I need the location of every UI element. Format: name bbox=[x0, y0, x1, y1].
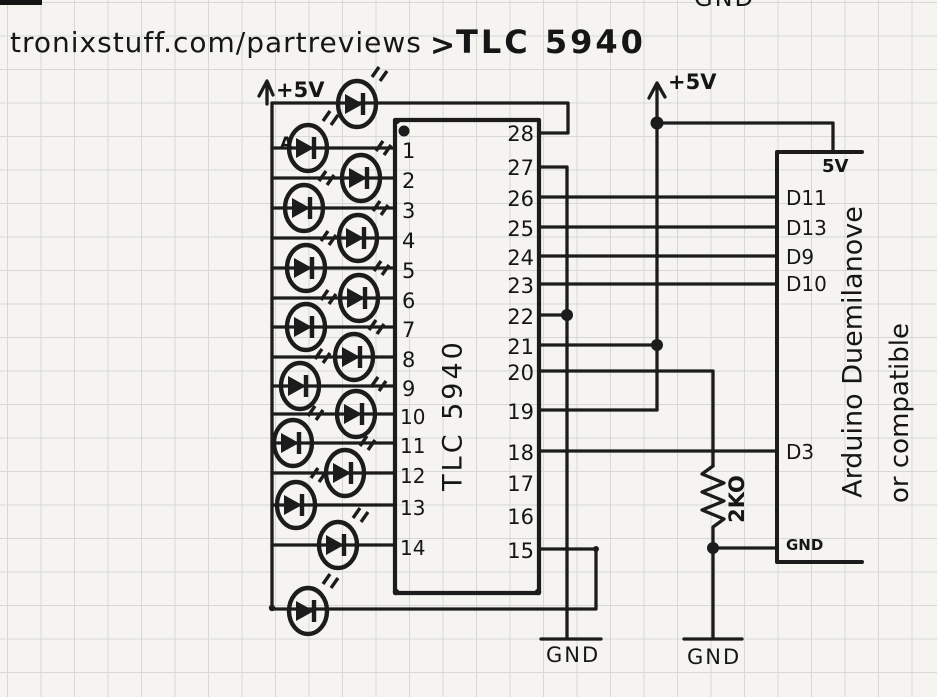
scan-edge-artifact bbox=[0, 0, 42, 5]
arduino-pin-d13: D13 bbox=[786, 216, 827, 240]
ic-pin-label-16: 16 bbox=[507, 505, 534, 529]
led bbox=[338, 67, 387, 127]
arduino-name-line2: or compatible bbox=[885, 323, 915, 503]
corner-dot bbox=[534, 588, 542, 596]
ic-pin-label-17: 17 bbox=[507, 472, 534, 496]
wire-pin20-to-resistor bbox=[539, 369, 715, 468]
led bbox=[277, 468, 326, 528]
corner-dot bbox=[593, 546, 599, 552]
plus5v-left-label: +5V bbox=[276, 78, 325, 102]
arrow-5v-right bbox=[647, 81, 667, 122]
arduino-pin-gnd: GND bbox=[786, 536, 824, 554]
ic-pin-label-5: 5 bbox=[402, 259, 416, 283]
led-anode-label: A bbox=[280, 133, 293, 152]
ic-pin-label-4: 4 bbox=[402, 229, 416, 253]
ic-pin-label-25: 25 bbox=[507, 217, 534, 241]
junction-5v-feed bbox=[650, 116, 664, 130]
title-part-number: TLC 5940 bbox=[456, 23, 646, 61]
junction-pin21-5v bbox=[651, 339, 663, 351]
led bbox=[287, 231, 336, 291]
arduino-pin-5v: 5V bbox=[822, 156, 849, 177]
ic-pin-label-9: 9 bbox=[402, 377, 416, 401]
ic-pin-label-23: 23 bbox=[507, 274, 534, 298]
wire-pin27-to-gnd bbox=[539, 165, 569, 640]
ic-pin-label-19: 19 bbox=[507, 400, 534, 424]
arduino-pin-d9: D9 bbox=[786, 245, 815, 269]
ic-pin-label-14: 14 bbox=[400, 536, 426, 560]
ic-pin-label-1: 1 bbox=[402, 139, 416, 163]
resistor-value-label: 2KO bbox=[725, 475, 749, 523]
page-title: tronixstuff.com/partreviews bbox=[10, 26, 422, 59]
ic-pin-label-15: 15 bbox=[507, 539, 534, 563]
ic-pin-label-12: 12 bbox=[400, 464, 426, 488]
ic-pin-label-22: 22 bbox=[507, 305, 534, 329]
corner-dot bbox=[392, 588, 400, 596]
ic-pin-label-24: 24 bbox=[507, 246, 534, 270]
junction-pin22-gnd bbox=[561, 309, 573, 321]
ic-pin-label-26: 26 bbox=[507, 187, 534, 211]
ic-pin-label-2: 2 bbox=[402, 169, 416, 193]
junction-resistor-gnd bbox=[707, 542, 719, 554]
ic-pin-label-20: 20 bbox=[507, 361, 534, 385]
led bbox=[326, 436, 375, 496]
ic-pin-label-7: 7 bbox=[402, 318, 416, 342]
arduino-pin-d10: D10 bbox=[786, 272, 827, 296]
led bbox=[342, 141, 391, 201]
ic-pin-label-27: 27 bbox=[507, 156, 534, 180]
led bbox=[285, 171, 334, 231]
wire-5v-feed-to-arduino bbox=[655, 121, 835, 154]
gnd-top-clipped-label: GND bbox=[694, 0, 755, 12]
led bbox=[340, 261, 389, 321]
gnd-left-label: GND bbox=[546, 643, 601, 667]
arduino-body bbox=[775, 150, 864, 564]
led bbox=[339, 201, 388, 261]
arrow-5v-left bbox=[257, 79, 275, 106]
ic-pin-label-11: 11 bbox=[400, 434, 426, 458]
corner-dot bbox=[394, 118, 400, 124]
led bbox=[335, 320, 384, 380]
arduino-pin-d11: D11 bbox=[786, 186, 827, 210]
ic-pin-label-21: 21 bbox=[507, 335, 534, 359]
led bbox=[319, 508, 368, 568]
ic-pin-label-18: 18 bbox=[507, 441, 534, 465]
corner-dot bbox=[268, 604, 276, 612]
arduino-pin-d3: D3 bbox=[786, 440, 815, 464]
title-separator: > bbox=[430, 28, 456, 63]
ic-pin-label-28: 28 bbox=[507, 122, 534, 146]
ic-pin-label-3: 3 bbox=[402, 199, 416, 223]
resistor-2ko-symbol bbox=[700, 464, 726, 640]
ic-pin-label-10: 10 bbox=[400, 405, 426, 429]
ic-name-label: TLC 5940 bbox=[437, 339, 469, 491]
ic-pin-label-13: 13 bbox=[400, 496, 426, 520]
ic-pin-label-8: 8 bbox=[402, 348, 416, 372]
arduino-name-line1: Arduino Duemilanove bbox=[837, 206, 869, 498]
led bbox=[289, 574, 338, 634]
pin1-indicator-dot bbox=[398, 125, 410, 137]
led bbox=[289, 111, 338, 171]
ic-tlc5940-body bbox=[392, 117, 542, 596]
gnd-right-label: GND bbox=[687, 645, 742, 669]
wire-top-led-to-pin28 bbox=[270, 101, 570, 135]
ic-pin-label-6: 6 bbox=[402, 289, 416, 313]
plus5v-right-label: +5V bbox=[668, 70, 717, 94]
